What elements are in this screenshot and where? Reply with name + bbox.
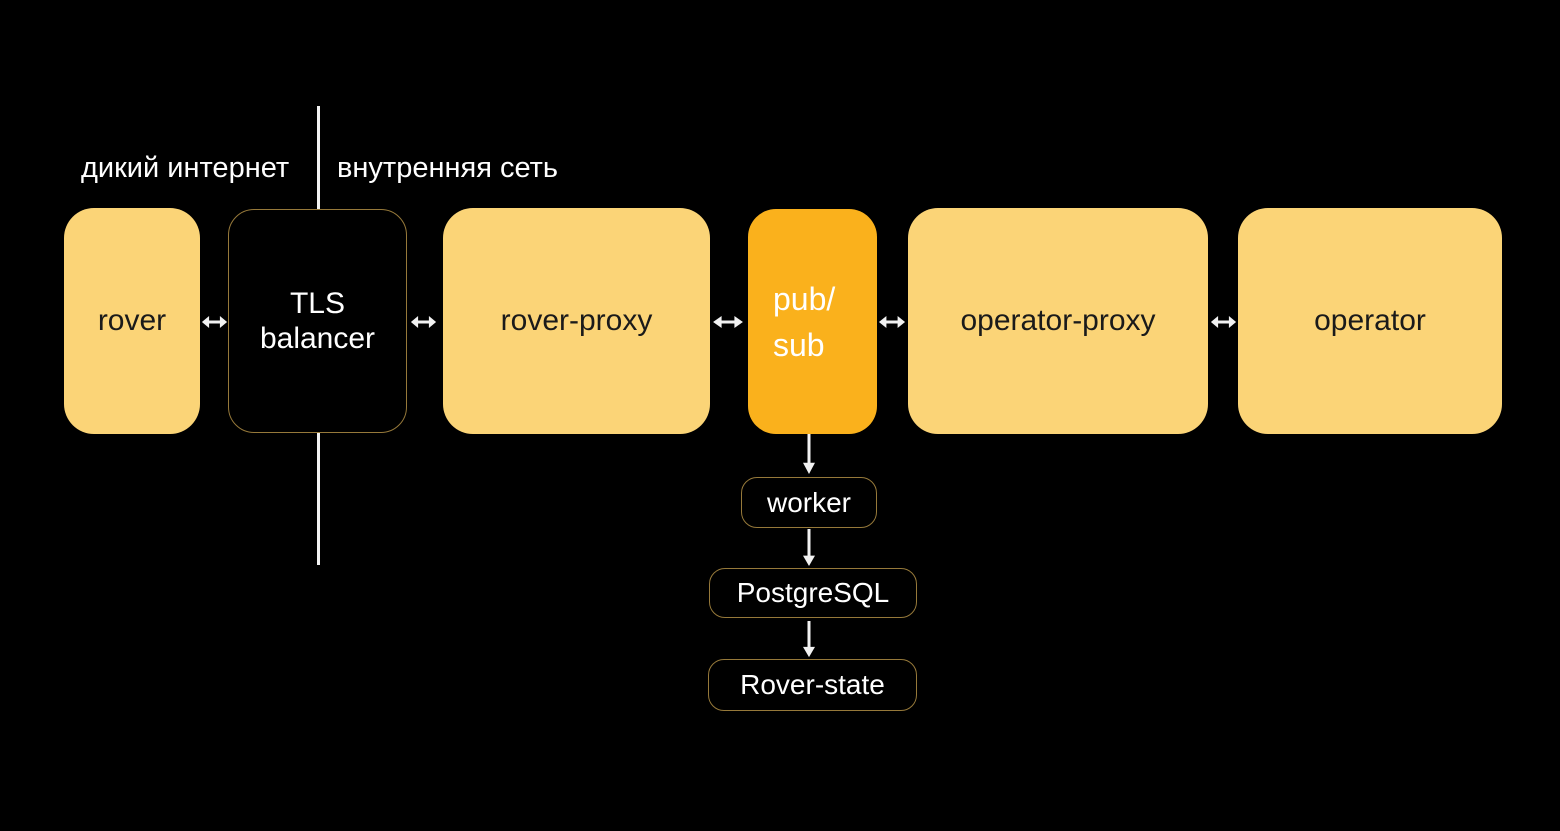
bidirectional-arrow-icon [201,314,228,330]
node-operator-proxy-label: operator-proxy [960,304,1156,337]
node-pub-sub-label-line2: sub [773,326,825,363]
node-worker-label: worker [766,486,851,518]
node-tls-balancer: TLS balancer [228,209,407,433]
node-postgresql: PostgreSQL [709,568,917,618]
node-operator-proxy: operator-proxy [908,208,1208,434]
node-rover: rover [64,208,200,434]
node-tls-balancer-label-line2: balancer [259,322,376,355]
down-arrow-icon [801,434,817,475]
node-rover-label: rover [97,304,167,337]
down-arrow-icon [801,621,817,658]
bidirectional-arrow-icon [410,314,437,330]
node-rover-state-label: Rover-state [740,669,885,700]
node-worker: worker [741,477,877,528]
node-rover-state: Rover-state [708,659,917,711]
down-arrow-icon [801,529,817,567]
node-rover-proxy-label: rover-proxy [500,304,653,337]
node-tls-balancer-label-line1: TLS [289,287,346,320]
bidirectional-arrow-icon [878,314,906,330]
node-postgresql-label: PostgreSQL [736,577,890,608]
node-rover-proxy: rover-proxy [443,208,710,434]
node-pub-sub-label-line1: pub/ [773,280,836,317]
node-operator: operator [1238,208,1502,434]
bidirectional-arrow-icon [712,314,744,330]
bidirectional-arrow-icon [1210,314,1237,330]
zone-label-internal-network: внутренняя сеть [337,152,559,184]
zone-label-wild-internet: дикий интернет [81,152,290,184]
node-pub-sub: pub/ sub [748,209,877,434]
node-operator-label: operator [1314,304,1426,337]
